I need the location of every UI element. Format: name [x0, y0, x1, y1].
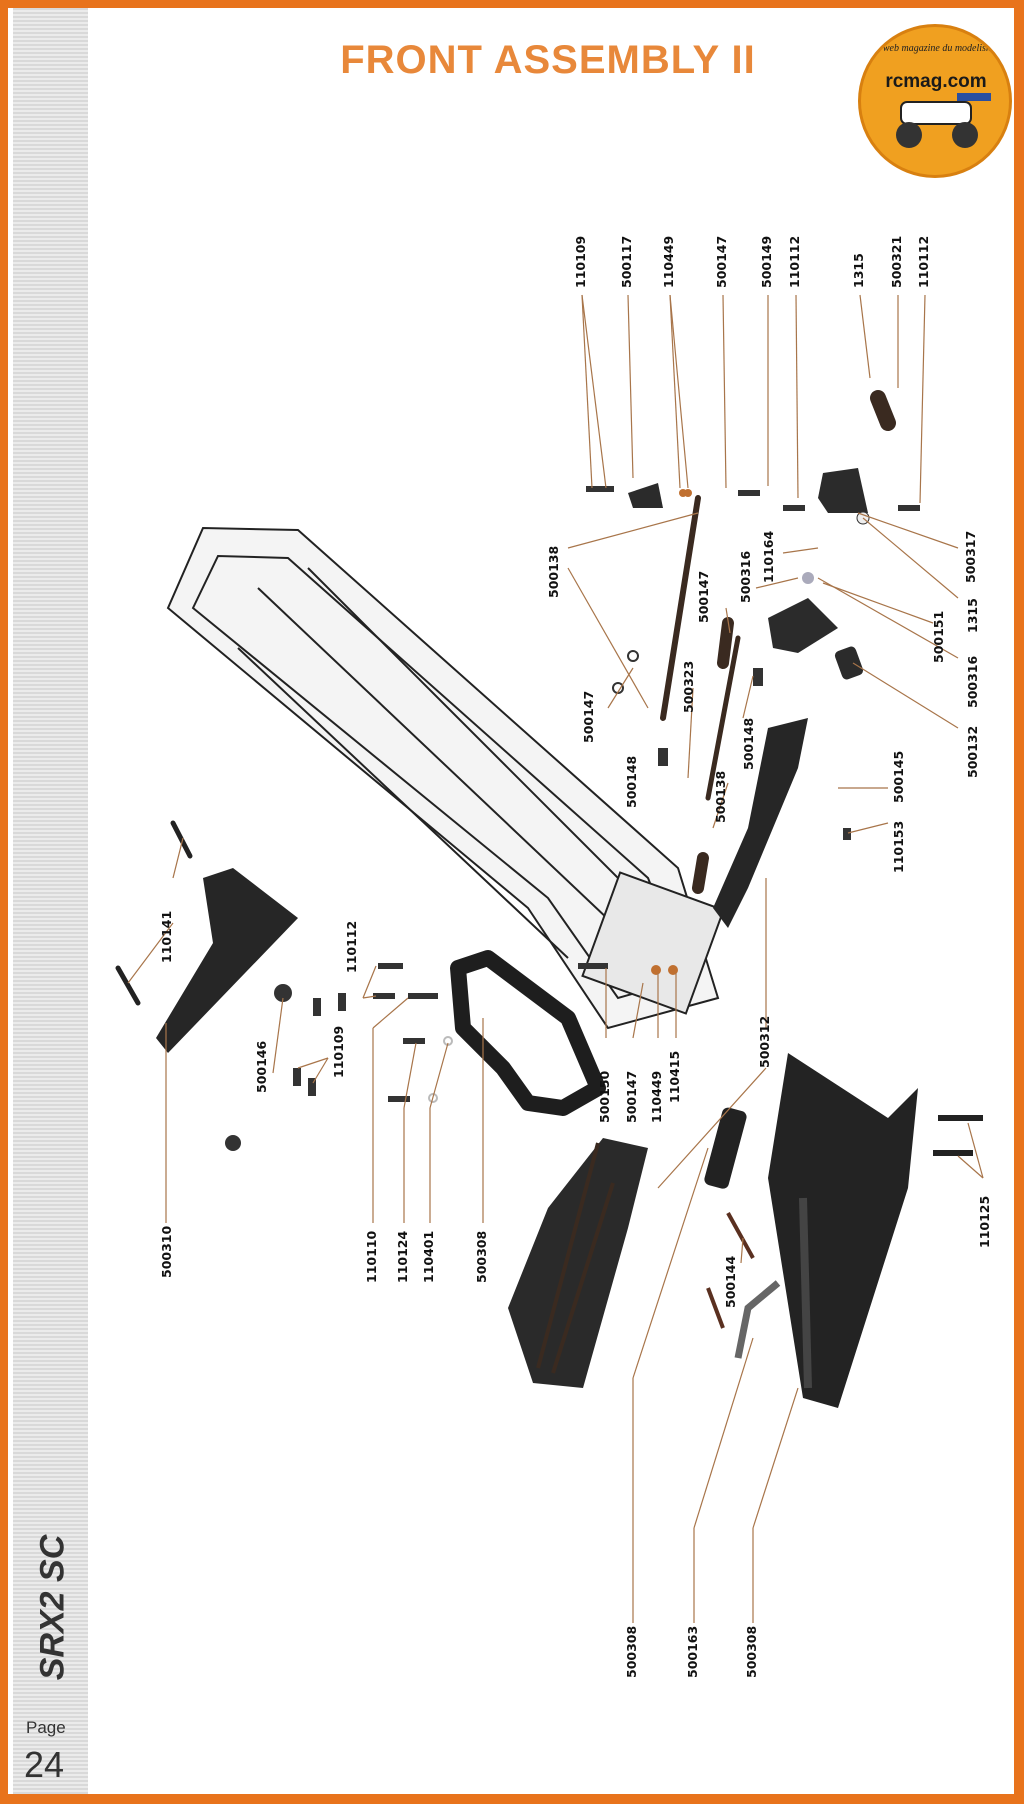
part-label: 500308 — [624, 1626, 639, 1678]
buggy-icon — [896, 93, 991, 148]
part-label: 110112 — [344, 921, 359, 973]
part-label: 500321 — [889, 236, 904, 288]
hardware — [293, 486, 920, 1103]
c-hubs — [628, 468, 868, 680]
part-label: 500145 — [891, 751, 906, 803]
part-label: 500316 — [738, 551, 753, 603]
part-label: 500148 — [624, 756, 639, 808]
part-label: 110153 — [891, 821, 906, 873]
part-label: 500147 — [714, 236, 729, 288]
part-label: 500148 — [741, 718, 756, 770]
part-label: 500147 — [696, 571, 711, 623]
skid-plate — [704, 1053, 983, 1408]
part-label: 110112 — [916, 236, 931, 288]
part-label: 500312 — [757, 1016, 772, 1068]
part-label: 500316 — [965, 656, 980, 708]
part-label: 110125 — [977, 1196, 992, 1248]
part-label: 500138 — [713, 771, 728, 823]
lower-arm — [713, 718, 808, 928]
part-label: 500138 — [546, 546, 561, 598]
part-label: 500308 — [744, 1626, 759, 1678]
part-label: 500147 — [581, 691, 596, 743]
part-label: 1315 — [965, 598, 980, 633]
part-label: 110449 — [649, 1071, 664, 1123]
part-label: 110449 — [661, 236, 676, 288]
part-label: 1315 — [851, 253, 866, 288]
part-label: 500144 — [723, 1256, 738, 1308]
logo-text: rcmag.com — [885, 71, 987, 92]
part-label: 110401 — [421, 1231, 436, 1283]
front-arm-assembly — [508, 1138, 648, 1388]
part-label: 110112 — [787, 236, 802, 288]
part-label: 110109 — [331, 1026, 346, 1078]
links — [660, 390, 896, 894]
page-title: FRONT ASSEMBLY II — [340, 38, 756, 82]
part-label: 500146 — [254, 1041, 269, 1093]
rcmag-logo: Le web magazine du modelisme rcmag.com — [858, 24, 1012, 178]
bumper-part — [450, 950, 606, 1116]
leader-lines — [127, 294, 984, 1623]
part-label: 500323 — [681, 661, 696, 713]
part-label: 110415 — [667, 1051, 682, 1103]
part-label: 500163 — [685, 1626, 700, 1678]
part-label: 500132 — [965, 726, 980, 778]
part-label: 110141 — [159, 911, 174, 963]
logo-subtitle: Le web magazine du modelisme — [870, 43, 998, 54]
side-strip — [13, 8, 88, 1794]
part-label: 500150 — [597, 1071, 612, 1123]
part-label: 110124 — [395, 1231, 410, 1283]
shock-tower — [115, 820, 298, 1151]
part-label: 110109 — [573, 236, 588, 288]
part-label: 500151 — [931, 611, 946, 663]
part-label: 500149 — [759, 236, 774, 288]
part-label: 110164 — [761, 531, 776, 583]
part-label: 110110 — [364, 1231, 379, 1283]
part-label: 500117 — [619, 236, 634, 288]
part-label: 500317 — [963, 531, 978, 583]
exploded-diagram: 110109 500117 110449 500147 500149 11011… — [115, 236, 992, 1678]
part-labels: 110109 500117 110449 500147 500149 11011… — [159, 236, 992, 1678]
part-label: 500310 — [159, 1226, 174, 1278]
manual-page: FRONT ASSEMBLY II Le web magazine du mod… — [8, 8, 1014, 1794]
part-label: 500308 — [474, 1231, 489, 1283]
page-number: 24 — [24, 1744, 65, 1785]
page-label: Page — [26, 1718, 66, 1737]
part-label: 500147 — [624, 1071, 639, 1123]
chassis-plate — [166, 526, 725, 1030]
